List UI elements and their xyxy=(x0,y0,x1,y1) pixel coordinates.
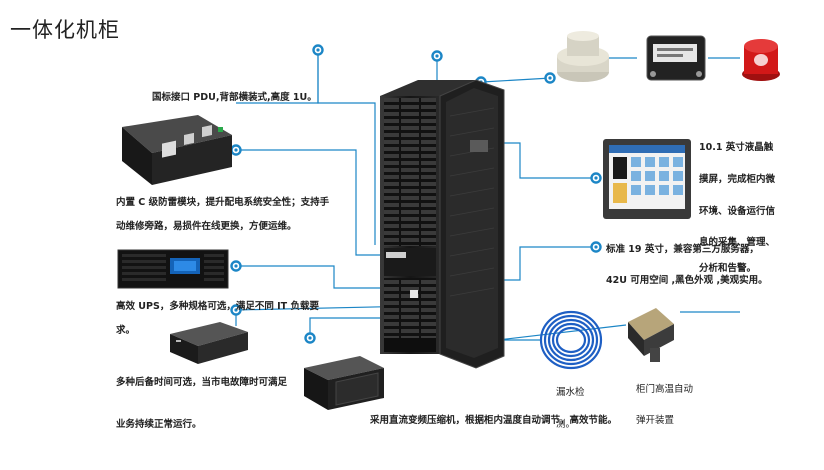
label-compressor: 采用直流变频压缩机，根据柜内温度自动调节，高效节能。 xyxy=(370,415,618,426)
label-screen-4: 息的采集、管理、 xyxy=(699,237,776,248)
label-leak: 漏水检 xyxy=(556,387,585,398)
label-rack-1: 标准 19 英寸，兼容第三方服务器， xyxy=(606,244,759,255)
pdu-image xyxy=(122,115,232,185)
battery-image xyxy=(170,322,248,364)
label-rack-2: 42U 可用空间 ,黑色外观 ,美观实用。 xyxy=(606,275,768,286)
label-screen-2: 摸屏，完成柜内微 xyxy=(699,174,776,185)
label-screen-1: 10.1 英寸液晶触 xyxy=(699,142,774,153)
line-pdu-cab xyxy=(317,52,376,245)
label-door-1: 柜门高温自动 xyxy=(636,384,694,395)
label-pdu: 国标接口 PDU,背部横装式,高度 1U。 xyxy=(152,92,317,103)
label-ups-2: 求。 xyxy=(116,325,136,336)
label-screen-3: 环境、设备运行信 xyxy=(699,206,776,217)
door-auto-open-image xyxy=(628,308,674,362)
leak-cable-image xyxy=(539,310,603,370)
label-leak-2: 测。 xyxy=(556,419,576,430)
line-ups xyxy=(236,265,418,289)
label-ups-1: 高效 UPS，多种规格可选，满足不同 IT 负载要 xyxy=(116,301,319,312)
label-c-module-1: 内置 C 级防雷模块，提升配电系统安全性；支持手 xyxy=(116,197,330,208)
label-battery-1: 多种后备时间可选，当市电故障时可满足 xyxy=(116,377,288,388)
smoke-sensor-image xyxy=(557,31,609,82)
alarm-light-image xyxy=(742,39,780,81)
server-cabinet xyxy=(380,79,505,369)
line-rack xyxy=(494,246,596,281)
label-c-module-2: 动维修旁路，易损件在线更换，方便运维。 xyxy=(116,221,297,232)
label-screen-5: 分析和告警。 xyxy=(699,263,757,274)
line-sensor xyxy=(481,77,552,83)
compressor-image xyxy=(304,356,384,410)
label-door-2: 弹开装置 xyxy=(636,415,675,426)
page-title: 一体化机柜 xyxy=(10,18,120,42)
label-battery-2: 业务持续正常运行。 xyxy=(116,419,202,430)
ups-image xyxy=(117,249,229,289)
touch-screen-image xyxy=(603,139,691,219)
temperature-sensor-image xyxy=(646,35,706,81)
